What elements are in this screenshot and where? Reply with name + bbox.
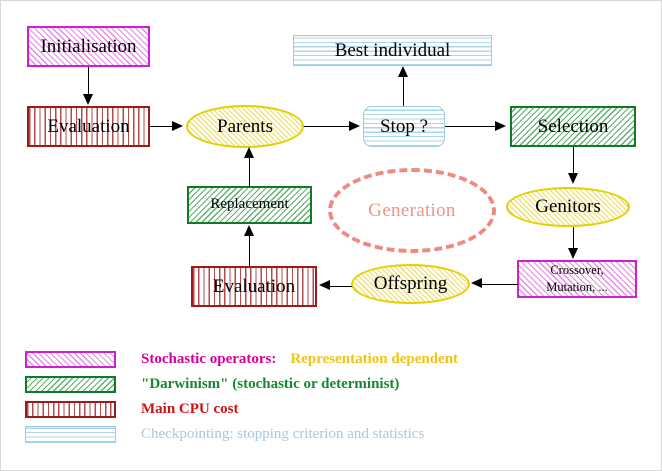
node-generation-label: Generation [368, 199, 456, 221]
connector-replacement-to-parents [249, 157, 251, 187]
node-genitors-label: Genitors [535, 196, 601, 218]
arrowhead-evaluation-to-replacement [244, 225, 254, 236]
node-offspring-label: Offspring [373, 273, 448, 295]
node-replacement[interactable]: Replacement [187, 186, 312, 224]
node-evaluation-bottom-label: Evaluation [212, 275, 296, 297]
legend-row-main-cpu-cost: Main CPU cost [25, 397, 625, 422]
node-evaluation-top[interactable]: Evaluation [27, 106, 150, 147]
legend-row-stochastic-operators: Stochastic operators: Representation dep… [25, 347, 625, 372]
connector-stop-to-best-individual [403, 72, 405, 106]
connector-stop-to-selection [445, 126, 496, 128]
node-parents-label: Parents [217, 115, 273, 137]
node-stop[interactable]: Stop ? [363, 106, 445, 147]
connector-evaluation-to-replacement [249, 233, 251, 267]
node-genitors[interactable]: Genitors [506, 187, 630, 227]
node-evaluation-top-label: Evaluation [47, 115, 130, 137]
arrowhead-stop-to-selection [495, 121, 506, 131]
connector-evaluation-to-parents [150, 126, 174, 128]
connector-parents-to-stop [304, 126, 351, 128]
node-generation-loop: Generation [328, 168, 496, 253]
connector-genitors-to-crossover [573, 227, 575, 250]
node-selection-label: Selection [537, 115, 609, 137]
connector-offspring-to-evaluation [330, 286, 352, 288]
node-crossover-mutation[interactable]: Crossover, Mutation, ... [517, 260, 637, 298]
legend-swatch-green-diagonal-hatch [25, 376, 116, 393]
node-replacement-label: Replacement [210, 196, 289, 213]
connector-initialisation-to-evaluation [88, 67, 90, 96]
connector-crossover-to-offspring [482, 284, 518, 286]
legend-swatch-blue-horizontal-hatch [25, 426, 116, 443]
arrowhead-replacement-to-parents [244, 147, 254, 158]
node-best-individual[interactable]: Best individual [293, 35, 492, 66]
legend-swatch-red-vertical-hatch [25, 401, 116, 418]
arrowhead-genitors-to-crossover [568, 248, 578, 259]
arrowhead-stop-to-best-individual [398, 66, 408, 77]
legend-label-stochastic-operators: Stochastic operators: [141, 351, 277, 367]
legend-row-checkpointing: Checkpointing: stopping criterion and st… [25, 422, 625, 447]
arrowhead-evaluation-to-parents [172, 121, 183, 131]
legend-label-darwinism: "Darwinism" (stochastic or determinist) [141, 376, 400, 392]
arrowhead-crossover-to-offspring [471, 278, 482, 288]
arrowhead-offspring-to-evaluation [319, 280, 330, 290]
node-crossover-mutation-label: Crossover, Mutation, ... [546, 263, 608, 294]
node-stop-label: Stop ? [379, 115, 429, 137]
node-parents[interactable]: Parents [186, 105, 304, 148]
arrowhead-selection-to-genitors [568, 173, 578, 184]
legend-label-main-cpu-cost: Main CPU cost [141, 401, 239, 417]
legend-swatch-magenta-diagonal-hatch [25, 351, 116, 368]
node-selection[interactable]: Selection [510, 106, 636, 147]
arrowhead-initialisation-to-evaluation [83, 94, 93, 105]
legend-label-checkpointing: Checkpointing: stopping criterion and st… [141, 426, 425, 442]
node-offspring[interactable]: Offspring [351, 264, 470, 304]
arrowhead-parents-to-stop [349, 121, 360, 131]
node-evaluation-bottom[interactable]: Evaluation [191, 266, 317, 307]
node-initialisation[interactable]: Initialisation [27, 26, 150, 67]
connector-selection-to-genitors [573, 147, 575, 175]
legend: Stochastic operators: Representation dep… [25, 347, 625, 447]
legend-label-representation-dependent: Representation dependent [290, 351, 459, 367]
node-best-individual-label: Best individual [334, 39, 451, 61]
legend-row-darwinism: "Darwinism" (stochastic or determinist) [25, 372, 625, 397]
node-initialisation-label: Initialisation [40, 35, 137, 57]
